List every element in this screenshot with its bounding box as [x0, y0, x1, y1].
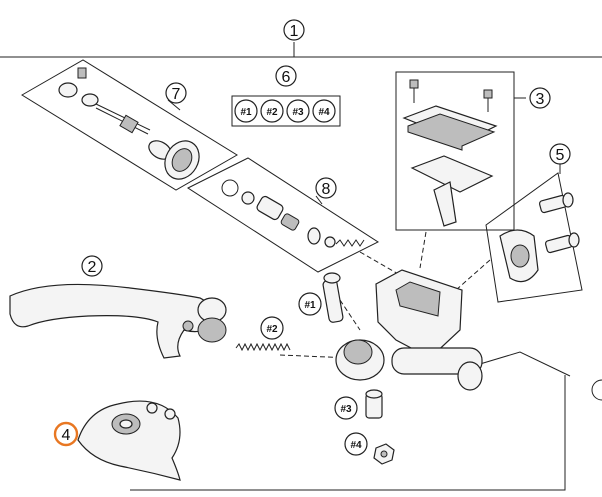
assembly-frame	[0, 42, 602, 491]
kit-5-box	[485, 164, 583, 303]
kit-6-box: #1 #2 #3 #4	[231, 95, 341, 127]
spring-part	[235, 342, 291, 352]
svg-text:#3: #3	[340, 404, 352, 415]
master-cylinder-body	[335, 269, 571, 391]
callout-3-label: 3	[536, 91, 545, 108]
part-tag-3[interactable]: #3	[334, 396, 358, 420]
callout-8-label: 8	[322, 181, 331, 198]
nut-part	[373, 443, 395, 465]
callout-5-label: 5	[556, 147, 565, 164]
kit-8-box	[186, 157, 380, 273]
kit-6-tag-2[interactable]: #2	[260, 99, 284, 123]
svg-text:#1: #1	[304, 300, 316, 311]
callout-1[interactable]: 1	[283, 19, 305, 41]
callout-7[interactable]: 7	[165, 82, 187, 104]
callout-3[interactable]: 3	[529, 87, 551, 109]
callout-6[interactable]: 6	[275, 65, 297, 87]
svg-text:#3: #3	[292, 107, 304, 118]
callout-1-label: 1	[290, 23, 299, 40]
svg-text:#2: #2	[266, 107, 278, 118]
callout-4-label: 4	[62, 427, 71, 444]
kit-6-tag-1[interactable]: #1	[234, 99, 258, 123]
kit-6-tag-3[interactable]: #3	[286, 99, 310, 123]
edge-callout-fragment	[591, 379, 602, 401]
part-tag-4[interactable]: #4	[344, 432, 368, 456]
callout-8[interactable]: 8	[315, 177, 337, 199]
kit-6-tag-4[interactable]: #4	[312, 99, 336, 123]
callout-7-label: 7	[172, 86, 181, 103]
svg-text:#1: #1	[240, 107, 252, 118]
callout-4[interactable]: 4	[53, 421, 79, 447]
kit-3-box	[395, 71, 526, 231]
svg-text:#2: #2	[266, 324, 278, 335]
svg-text:#4: #4	[350, 440, 362, 451]
part-tag-1[interactable]: #1	[298, 292, 322, 316]
lever-guard-part	[77, 400, 181, 481]
callout-6-label: 6	[282, 69, 291, 86]
kit-7-box	[21, 59, 238, 191]
svg-text:#4: #4	[318, 107, 330, 118]
bolt-part	[322, 272, 344, 323]
callout-5[interactable]: 5	[549, 143, 571, 165]
callout-2[interactable]: 2	[81, 255, 103, 277]
lever-part	[9, 283, 227, 359]
bushing-part	[365, 389, 383, 419]
callout-2-label: 2	[88, 259, 97, 276]
part-tag-2[interactable]: #2	[260, 316, 284, 340]
